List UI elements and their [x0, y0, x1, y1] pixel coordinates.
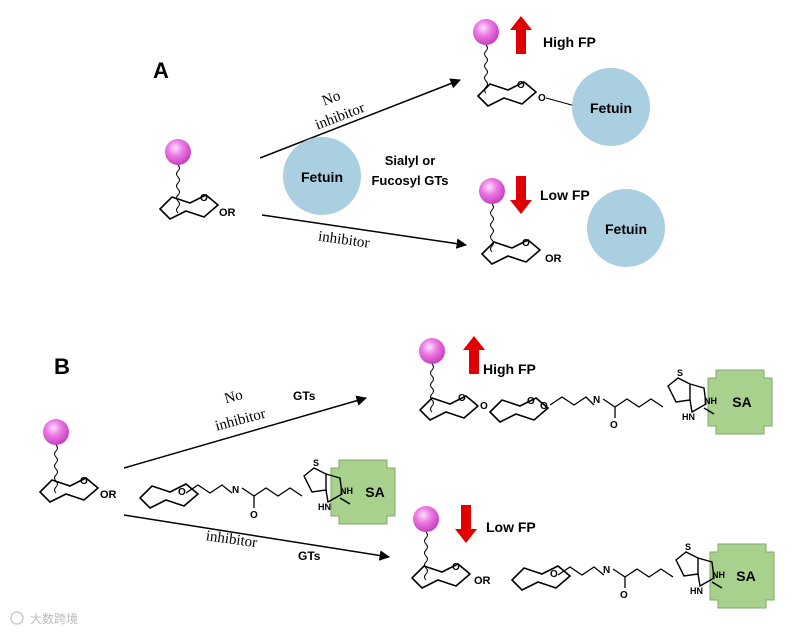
high-fp-label: High FP — [483, 361, 536, 377]
b-inhibitor-arrow — [123, 514, 391, 561]
svg-text:O: O — [620, 590, 628, 601]
or-group-label: OR — [545, 253, 562, 265]
svg-text:O: O — [550, 569, 558, 580]
panel-a: A O OR No inhibitor inhibitor Fetuin Sia… — [153, 16, 665, 267]
or-group-label: OR — [100, 489, 117, 501]
high-fp-label: High FP — [543, 34, 596, 50]
low-fp-label: Low FP — [486, 519, 536, 535]
watermark-logo-icon — [10, 611, 24, 625]
sa-label: SA — [736, 568, 755, 584]
svg-text:inhibitor: inhibitor — [213, 406, 267, 435]
svg-text:NH: NH — [712, 570, 725, 580]
fluorophore-icon — [479, 178, 505, 204]
ring-oxygen: O — [200, 193, 208, 204]
acceptor-oxygen: O — [178, 487, 186, 498]
svg-text:inhibitor: inhibitor — [313, 100, 367, 133]
fluorophore-icon — [165, 139, 191, 165]
svg-text:HN: HN — [318, 502, 331, 512]
fluorophore-icon — [43, 419, 69, 445]
fetuin-top-label: Fetuin — [590, 100, 632, 116]
or-group-label: OR — [219, 207, 236, 219]
svg-text:O: O — [610, 420, 618, 431]
fetuin-top — [572, 68, 650, 146]
linker-icon — [176, 164, 180, 214]
fluorophore-icon — [473, 19, 499, 45]
inhibitor-arrow — [261, 214, 468, 249]
b-gts-bottom: GTs — [298, 549, 321, 563]
watermark: 大数跨境 — [10, 611, 78, 626]
fluorophore-icon — [413, 506, 439, 532]
sa-label: SA — [365, 484, 384, 500]
svg-text:No: No — [320, 88, 343, 110]
svg-text:O: O — [540, 401, 548, 412]
gts-label-line1: Sialyl or — [385, 153, 436, 168]
svg-text:HN: HN — [690, 586, 703, 596]
arrow-down-icon — [510, 176, 532, 214]
svg-text:S: S — [685, 542, 691, 552]
arrow-down-icon — [455, 505, 477, 543]
svg-text:NH: NH — [704, 396, 717, 406]
sugar-ring-icon — [411, 563, 471, 589]
panel-b: B O OR O N O S NH HN SA — [39, 336, 775, 609]
sugar-ring-icon — [159, 194, 219, 220]
amide-n: N — [232, 485, 239, 496]
panel-b-substrate: O OR — [39, 419, 117, 503]
b-gts-top: GTs — [293, 389, 316, 403]
carbonyl-o: O — [250, 510, 258, 521]
svg-text:NH: NH — [340, 486, 353, 496]
fetuin-center — [283, 137, 361, 215]
b-no-inhibitor-label: No inhibitor — [213, 387, 267, 435]
svg-text:HN: HN — [682, 412, 695, 422]
linker-icon — [424, 531, 428, 581]
sugar-ring-icon — [39, 477, 99, 503]
fetuin-bottom-label: Fetuin — [605, 221, 647, 237]
sugar-ring-icon — [481, 239, 541, 265]
linker-icon — [484, 44, 488, 94]
watermark-text: 大数跨境 — [30, 611, 78, 626]
ring-oxygen: O — [522, 238, 530, 249]
svg-text:O: O — [480, 401, 488, 412]
svg-text:O: O — [527, 396, 535, 407]
glycosidic-oxygen: O — [538, 93, 546, 104]
b-inhibitor-label: inhibitor — [205, 528, 258, 551]
no-inhibitor-label: No inhibitor — [313, 88, 367, 134]
ring-oxygen: O — [80, 476, 88, 487]
b-no-inhibitor-arrow — [123, 395, 368, 469]
panel-b-high-fp-product: O O O O N O S NH HN SA High FP — [419, 336, 773, 435]
pentyl-chain — [241, 487, 303, 497]
panel-a-substrate: O OR — [159, 139, 236, 220]
or-group-label: OR — [474, 575, 491, 587]
panel-b-low-fp-product: O OR Low FP O N O S NH HN SA — [411, 505, 775, 609]
svg-text:O: O — [458, 393, 466, 404]
linker-icon — [54, 444, 58, 494]
acceptor-ring-icon — [139, 483, 199, 509]
svg-text:S: S — [677, 368, 683, 378]
arrow-up-icon — [510, 16, 532, 54]
fetuin-center-label: Fetuin — [301, 169, 343, 185]
svg-text:S: S — [313, 458, 319, 468]
panel-a-high-fp-product: O O Fetuin High FP — [473, 16, 650, 146]
panel-b-label: B — [54, 354, 70, 379]
sa-label: SA — [732, 394, 751, 410]
svg-text:No: No — [223, 387, 245, 407]
fluorophore-icon — [419, 338, 445, 364]
svg-text:N: N — [593, 395, 600, 406]
linker-chain — [185, 484, 233, 494]
ring-oxygen: O — [517, 80, 525, 91]
inhibitor-label: inhibitor — [317, 229, 370, 252]
panel-a-label: A — [153, 58, 169, 83]
acceptor-ring-icon — [511, 565, 571, 591]
svg-text:O: O — [452, 562, 460, 573]
svg-text:N: N — [603, 565, 610, 576]
gts-label-line2: Fucosyl GTs — [371, 173, 448, 188]
linker-icon — [430, 363, 434, 413]
arrow-up-icon — [463, 336, 485, 374]
panel-b-acceptor: O N O S NH HN SA — [139, 458, 396, 525]
low-fp-label: Low FP — [540, 187, 590, 203]
fetuin-bottom — [587, 189, 665, 267]
no-inhibitor-arrow — [259, 78, 461, 159]
sugar-ring-icon — [419, 395, 479, 421]
panel-a-low-fp-product: O OR Low FP Fetuin — [479, 176, 665, 267]
